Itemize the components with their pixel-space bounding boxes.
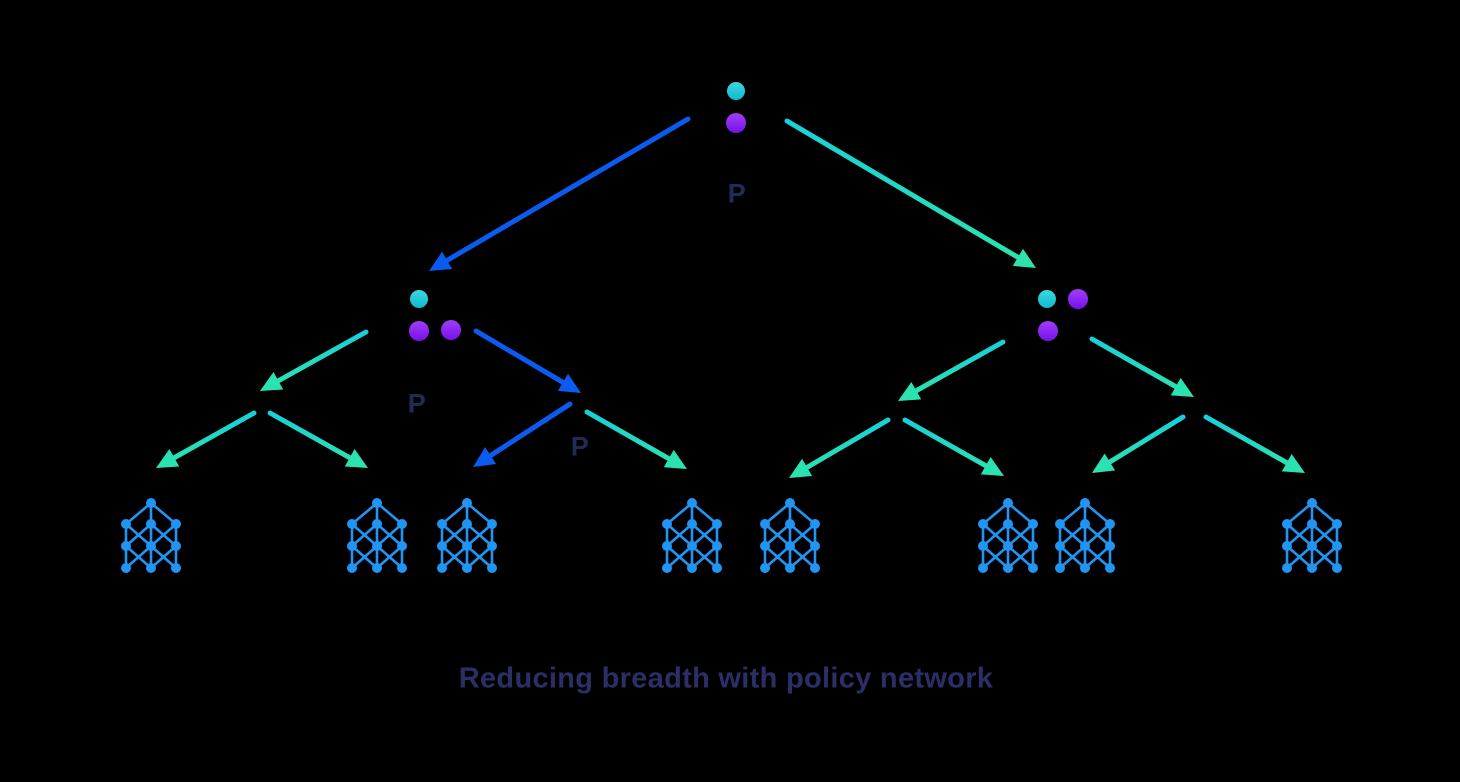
tree-edge-right-to-outer-branch xyxy=(1089,336,1194,397)
purple-state-dot xyxy=(409,321,429,341)
tree-edge-root-to-right-child xyxy=(784,118,1036,268)
policy-probability-label: P xyxy=(727,178,747,209)
tree-edge-ll-to-leaf-1 xyxy=(156,410,257,468)
edge-line xyxy=(274,329,369,385)
arrowhead xyxy=(1170,377,1194,397)
policy-network-icon xyxy=(662,498,722,573)
arrowhead xyxy=(1092,453,1116,473)
tree-edge-lr-to-leaf-4 xyxy=(584,409,687,469)
cyan-state-dot xyxy=(410,290,428,308)
policy-network-icon xyxy=(978,498,1038,573)
edge-line xyxy=(902,417,990,470)
arrowhead xyxy=(663,449,687,469)
edge-line xyxy=(1089,336,1180,391)
policy-network-icon xyxy=(1055,498,1115,573)
tree-edge-root-to-left-child xyxy=(429,116,691,271)
arrowhead xyxy=(789,458,813,478)
tree-edge-rr-to-leaf-7 xyxy=(1092,414,1186,473)
purple-state-dot xyxy=(441,320,461,340)
edge-line xyxy=(802,417,891,471)
edge-line xyxy=(1203,414,1291,467)
policy-network-icon xyxy=(347,498,407,573)
edge-line xyxy=(442,116,691,264)
policy-network-icon xyxy=(1282,498,1342,573)
cyan-state-dot xyxy=(727,82,745,100)
arrowhead xyxy=(557,373,581,393)
arrowhead xyxy=(980,456,1004,476)
arrowhead xyxy=(156,449,180,468)
edge-line xyxy=(584,409,673,463)
arrowhead xyxy=(260,372,284,391)
edge-line xyxy=(170,410,257,462)
policy-probability-label: P xyxy=(570,431,590,462)
arrowhead xyxy=(429,251,453,271)
purple-state-dot xyxy=(1038,321,1058,341)
tree-edge-rl-to-leaf-6 xyxy=(902,417,1004,476)
arrowhead xyxy=(1281,453,1305,473)
arrowhead xyxy=(898,381,922,401)
diagram-caption: Reducing breadth with policy network xyxy=(458,662,994,695)
tree-edge-left-to-outer-branch xyxy=(260,329,369,391)
purple-state-dot xyxy=(726,113,746,133)
arrowhead xyxy=(473,447,497,467)
policy-network-icon xyxy=(437,498,497,573)
arrowhead xyxy=(344,449,368,468)
purple-state-dot xyxy=(1068,289,1088,309)
tree-edge-ll-to-leaf-2 xyxy=(267,410,368,468)
tree-edge-right-to-inner-branch xyxy=(898,339,1006,401)
edge-line xyxy=(1105,414,1186,466)
tree-edge-lr-to-leaf-3 xyxy=(473,401,573,467)
policy-network-icon xyxy=(760,498,820,573)
cyan-state-dot xyxy=(1038,290,1056,308)
edge-line xyxy=(473,328,568,386)
policy-probability-label: P xyxy=(407,388,427,419)
edge-line xyxy=(267,410,354,462)
tree-edge-rr-to-leaf-8 xyxy=(1203,414,1305,473)
tree-edge-rl-to-leaf-5 xyxy=(789,417,891,478)
policy-network-icon xyxy=(121,498,181,573)
edge-line xyxy=(486,401,573,460)
tree-edge-left-to-inner-branch xyxy=(473,328,581,393)
arrowhead xyxy=(1012,248,1036,268)
edge-line xyxy=(912,339,1006,395)
edge-line xyxy=(784,118,1023,261)
